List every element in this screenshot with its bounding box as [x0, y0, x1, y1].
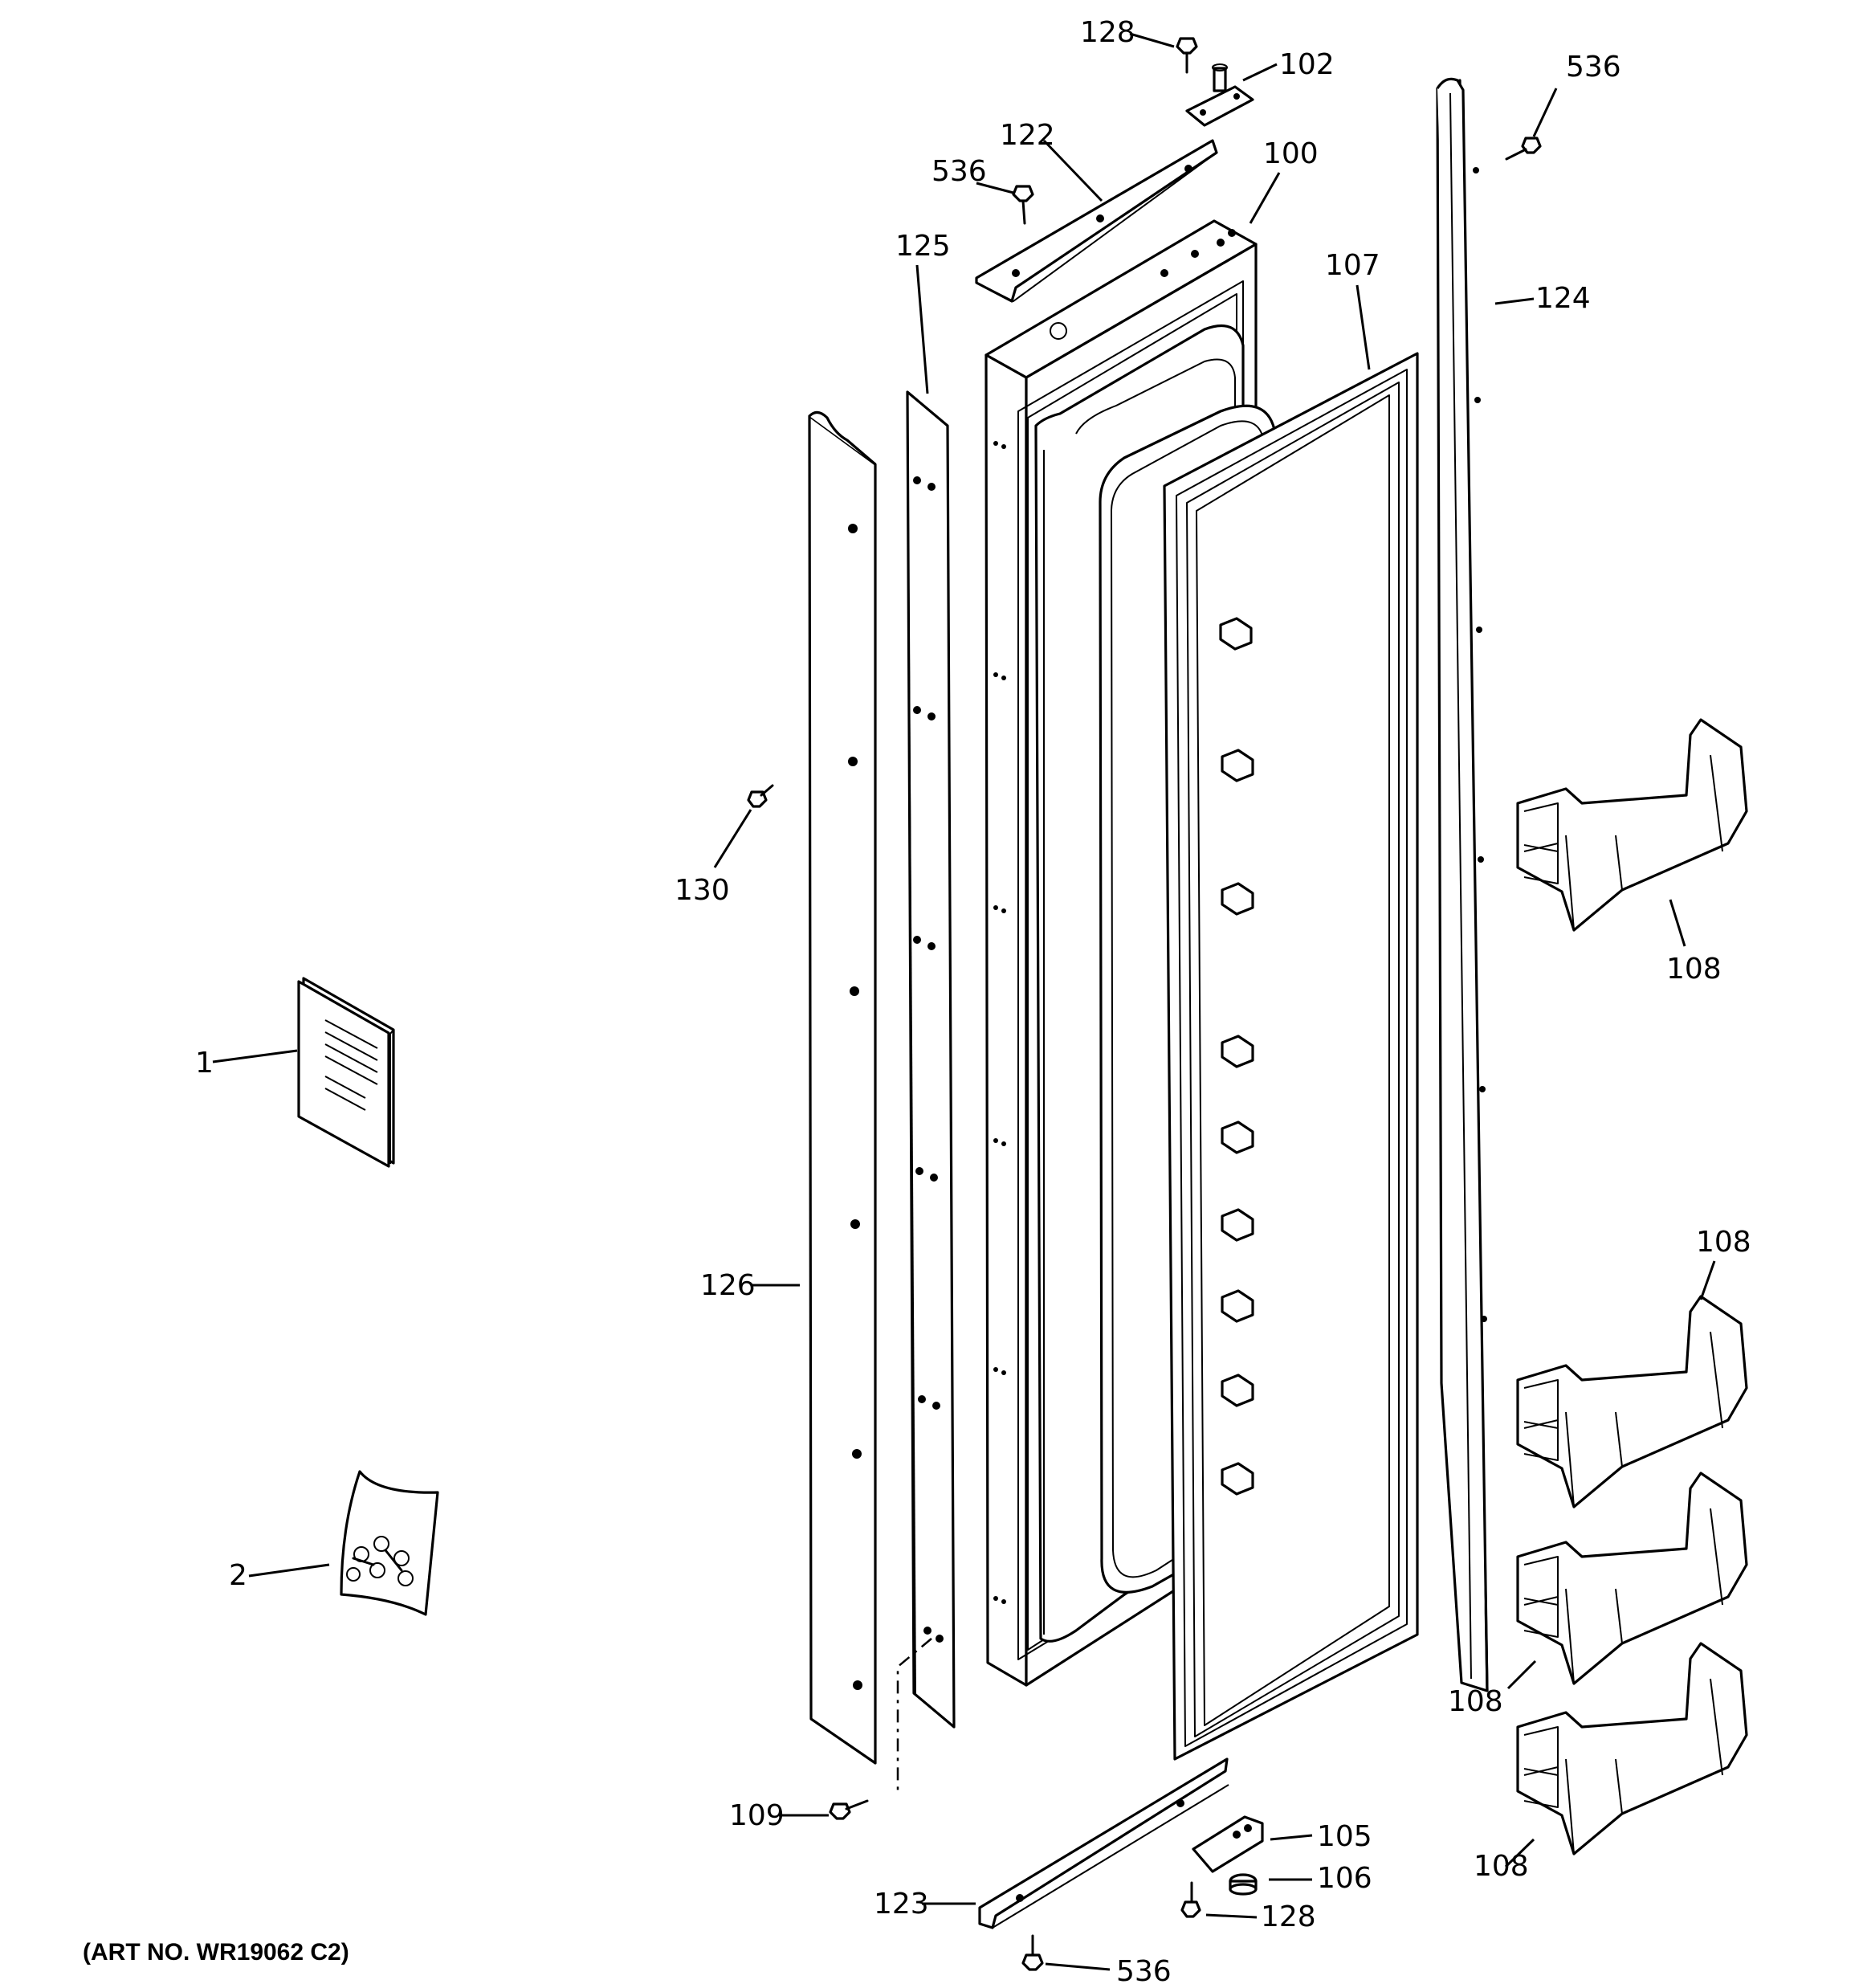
door-trim-left-126: [808, 410, 877, 1765]
screw-536-cap: [1012, 185, 1034, 225]
bottom-hinge-105: [1192, 1815, 1264, 1873]
top-cap-122: [975, 139, 1218, 303]
screw-536-bottom: [1021, 1934, 1044, 1971]
door-trim-right-124: [1436, 77, 1489, 1692]
screw-130: [747, 784, 774, 808]
shelf-clips: [1219, 617, 1254, 1496]
callout-536-cap: 536: [932, 155, 987, 188]
callout-2: 2: [229, 1559, 247, 1592]
callout-labels: 128 102 536 122 536 100 107 124 125 130 …: [195, 16, 1751, 1988]
door-handle-108-bottom: [1516, 1642, 1748, 1855]
screw-109: [829, 1799, 869, 1820]
callout-123: 123: [874, 1888, 929, 1921]
callout-122: 122: [1000, 119, 1055, 152]
callout-126: 126: [700, 1269, 756, 1302]
callout-106: 106: [1317, 1862, 1372, 1895]
callout-125: 125: [895, 230, 951, 263]
hardware-bag: [340, 1470, 439, 1616]
callout-105: 105: [1317, 1820, 1372, 1853]
screw-536-right: [1505, 137, 1542, 161]
callout-536-right: 536: [1566, 51, 1621, 84]
door-gasket-107: [1163, 352, 1419, 1761]
callout-124: 124: [1535, 282, 1591, 315]
screw-128-bottom: [1180, 1881, 1201, 1918]
top-hinge-102: [1185, 63, 1254, 127]
callout-128-top: 128: [1080, 16, 1135, 49]
callout-130: 130: [675, 874, 730, 907]
leader-lines: [212, 32, 1716, 1971]
door-trim-strip-125: [906, 390, 956, 1729]
bottom-cap-123: [978, 1757, 1229, 1929]
alignment-line: [896, 1638, 932, 1791]
owner-manual-booklet: [297, 977, 395, 1168]
callout-108-bottom: 108: [1474, 1850, 1529, 1883]
door-handle-108-top: [1516, 718, 1748, 932]
callout-108-middle1: 108: [1696, 1226, 1751, 1259]
callout-536-bottom: 536: [1116, 1955, 1172, 1988]
callout-108-middle2: 108: [1448, 1685, 1503, 1718]
callout-100: 100: [1263, 137, 1319, 170]
callout-1: 1: [195, 1047, 214, 1080]
callout-128-bottom: 128: [1261, 1900, 1316, 1933]
door-handle-108-middle1: [1516, 1295, 1748, 1508]
hinge-bushing-106: [1229, 1873, 1258, 1896]
callout-102: 102: [1279, 48, 1335, 81]
callout-108-top: 108: [1666, 953, 1722, 986]
art-number: (ART NO. WR19062 C2): [83, 1939, 349, 1966]
callout-107: 107: [1325, 249, 1380, 282]
screw-128-top: [1176, 37, 1198, 74]
door-handle-108-middle2: [1516, 1472, 1748, 1685]
callout-109: 109: [729, 1799, 785, 1832]
